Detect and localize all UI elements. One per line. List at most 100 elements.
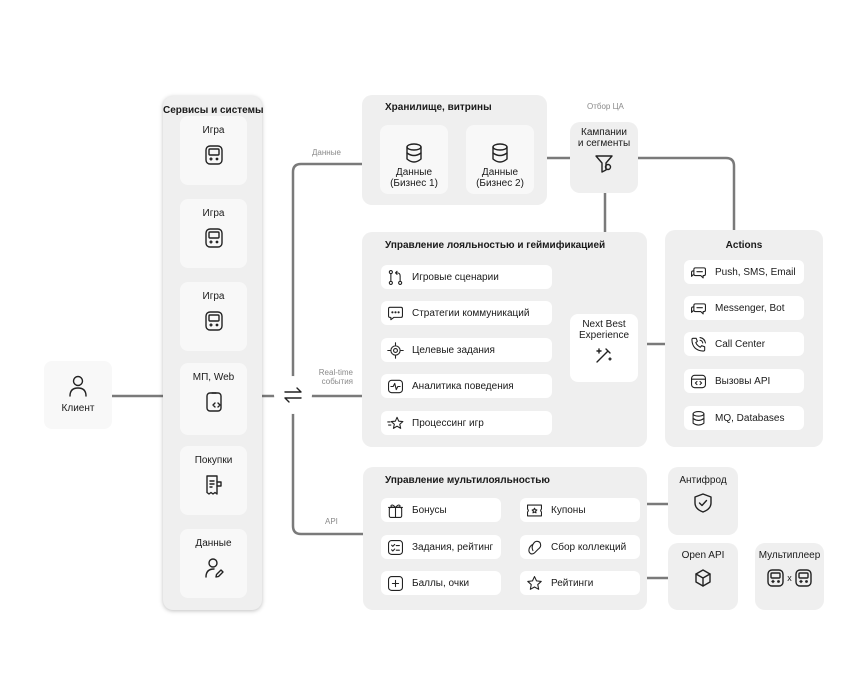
storage-card-1-line2: (Бизнес 1): [390, 178, 438, 189]
service-card-label: Покупки: [194, 455, 233, 466]
database-icon: [406, 143, 422, 163]
checklist-icon: [388, 539, 403, 555]
loyalty-item: Целевые задания: [381, 338, 552, 362]
loyalty-item: Процессинг игр: [381, 411, 552, 435]
loyalty-item-label: Целевые задания: [412, 344, 495, 356]
antifraud-label: Антифрод: [679, 475, 727, 486]
loyalty-title: Управление лояльностью и геймификацией: [385, 240, 606, 251]
data-connector-label: Данные: [312, 148, 341, 157]
antifraud-node: Антифрод: [668, 467, 738, 535]
api-window-icon: [691, 374, 706, 388]
multi-title: Управление мультилояльностью: [385, 475, 550, 486]
client-label: Клиент: [61, 403, 95, 414]
game-console-icon: [204, 311, 223, 331]
open-api-node: Open API: [668, 543, 738, 610]
campaigns-line1: Кампании: [581, 127, 627, 138]
multi-item-label: Сбор коллекций: [551, 541, 627, 553]
storage-card-1-line1: Данные: [395, 167, 433, 178]
service-card: Данные: [180, 529, 247, 598]
star-process-icon: [387, 416, 404, 429]
api-connector-label: API: [325, 517, 338, 526]
action-item: Messenger, Bot: [684, 296, 804, 320]
open-api-label: Open API: [681, 550, 725, 561]
game-console-icon: [204, 228, 223, 248]
campaigns-line2: и сегменты: [577, 138, 631, 149]
client-node: Клиент: [44, 361, 112, 429]
storage-card-1: Данные (Бизнес 1): [380, 125, 448, 194]
gift-icon: [388, 503, 403, 518]
action-item: MQ, Databases: [684, 406, 804, 430]
loyalty-item-label: Процессинг игр: [412, 417, 484, 429]
api-connector: [291, 409, 363, 536]
segment-select-label: Отбор ЦА: [587, 102, 624, 111]
multi-item: Рейтинги: [520, 571, 640, 595]
person-icon: [69, 375, 87, 397]
campaign-actions-connector: [638, 156, 736, 230]
loyalty-item-label: Стратегии коммуникаций: [412, 307, 530, 319]
action-item-label: MQ, Databases: [715, 412, 785, 424]
service-card: Игра: [180, 282, 247, 351]
exchange-arrows-icon: [284, 387, 302, 403]
messages-icon: [691, 302, 706, 314]
multiplayer-label: Мультиплеер: [758, 550, 821, 561]
star-icon: [527, 575, 542, 590]
user-edit-icon: [204, 558, 224, 578]
loyalty-item-label: Игровые сценарии: [412, 271, 499, 283]
service-card-label: МП, Web: [192, 372, 235, 383]
action-item-label: Push, SMS, Email: [715, 266, 796, 278]
multi-item-label: Задания, рейтинг: [412, 541, 494, 553]
action-item: Вызовы API: [684, 369, 804, 393]
loyalty-item-label: Аналитика поведения: [412, 380, 514, 392]
git-branch-icon: [388, 269, 403, 285]
pulse-chart-icon: [388, 379, 403, 393]
multi-item-label: Баллы, очки: [412, 577, 470, 589]
action-item-label: Messenger, Bot: [715, 302, 785, 314]
exchange-node: [274, 376, 312, 414]
loyalty-item: Аналитика поведения: [381, 374, 552, 398]
nbe-line1: Next Best: [582, 319, 626, 330]
actions-title: Actions: [725, 240, 763, 251]
storage-card-2-line2: (Бизнес 2): [476, 178, 524, 189]
service-card: МП, Web: [180, 363, 247, 435]
receipt-icon: [205, 475, 222, 495]
service-card-label: Игра: [202, 125, 225, 136]
action-item-label: Вызовы API: [715, 375, 771, 387]
game-console-icon: [795, 569, 812, 587]
loyalty-item: Стратегии коммуникаций: [381, 301, 552, 325]
services-title: Сервисы и системы: [163, 105, 264, 116]
service-card-label: Игра: [202, 208, 225, 219]
multiplayer-separator: x: [787, 573, 792, 583]
campaigns-node: Кампании и сегменты: [570, 122, 638, 193]
collection-icon: [528, 540, 542, 554]
coupon-icon: [527, 504, 542, 516]
action-item: Push, SMS, Email: [684, 260, 804, 284]
multi-item: Баллы, очки: [381, 571, 501, 595]
data-connector: [291, 162, 363, 383]
game-console-icon: [204, 145, 223, 165]
magic-wand-icon: [596, 348, 612, 363]
database-icon: [492, 143, 508, 163]
database-icon: [692, 410, 705, 426]
storage-card-2-line1: Данные: [481, 167, 519, 178]
multiplayer-node: Мультиплеер x: [755, 543, 824, 610]
multi-item: Купоны: [520, 498, 640, 522]
shield-check-icon: [694, 493, 712, 513]
multi-item: Бонусы: [381, 498, 501, 522]
messages-icon: [691, 266, 706, 278]
plus-box-icon: [388, 575, 403, 591]
funnel-icon: [595, 155, 613, 173]
nbe-line2: Experience: [578, 330, 630, 341]
service-card: Игра: [180, 116, 247, 185]
cube-icon: [695, 569, 711, 587]
action-item: Call Center: [684, 332, 804, 356]
multi-item-label: Купоны: [551, 504, 586, 516]
phone-icon: [691, 336, 706, 352]
service-card: Игра: [180, 199, 247, 268]
multi-item: Задания, рейтинг: [381, 535, 501, 559]
service-card-label: Данные: [195, 538, 232, 549]
chat-bubble-icon: [388, 306, 403, 320]
game-console-icon: [767, 569, 784, 587]
multi-item-label: Бонусы: [412, 504, 447, 516]
service-card-label: Игра: [202, 291, 225, 302]
